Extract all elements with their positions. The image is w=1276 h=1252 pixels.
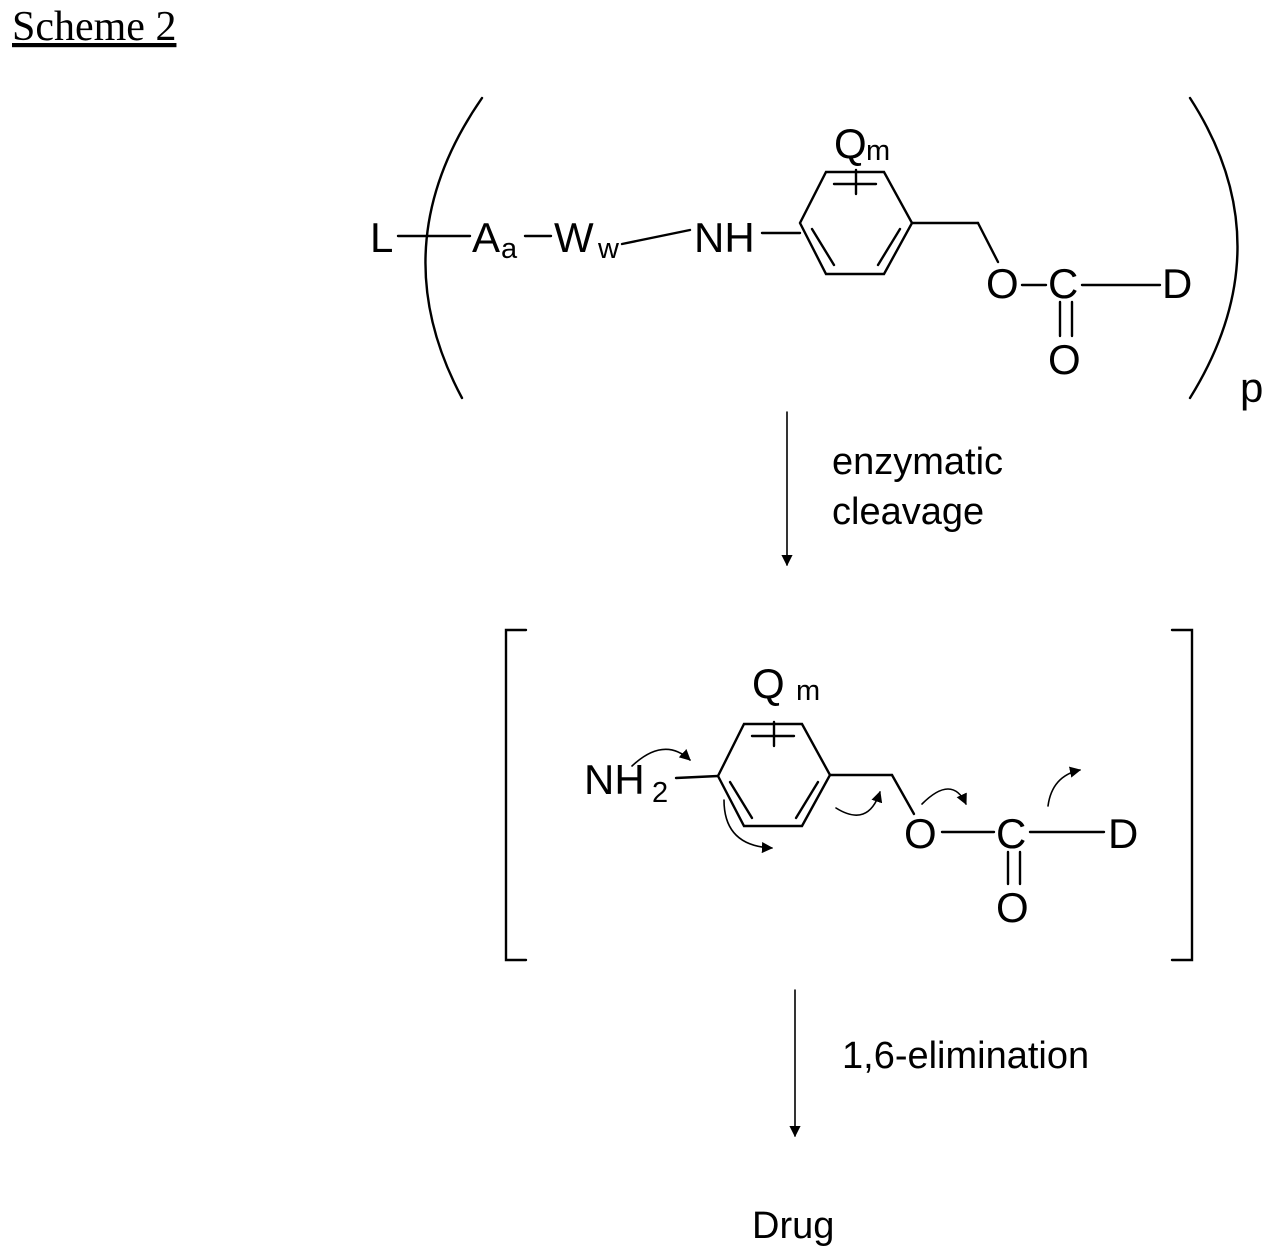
- label-2-subscript: 2: [652, 777, 668, 809]
- label-Q2: Q: [752, 660, 785, 707]
- electron-arrow-4: [922, 789, 966, 804]
- product-label: Drug: [752, 1205, 834, 1247]
- scheme-title: Scheme 2: [12, 4, 176, 50]
- label-L: L: [370, 214, 393, 261]
- top-structure: L A a W w NH Q m O C D O p: [370, 98, 1263, 411]
- ring-double-bond-2: [878, 229, 900, 265]
- label-m-subscript: m: [866, 135, 890, 167]
- electron-arrow-2: [724, 800, 772, 848]
- bond-W-NH: [622, 230, 690, 244]
- label-w-subscript: w: [597, 233, 620, 265]
- step1-label-line1: enzymatic: [832, 441, 1003, 483]
- electron-arrow-3: [836, 792, 880, 815]
- label-m2-subscript: m: [796, 675, 820, 707]
- label-a-subscript: a: [501, 233, 518, 265]
- label-carbonyl-O: O: [1048, 336, 1081, 383]
- label-carbonyl-O2: O: [996, 884, 1029, 931]
- label-O: O: [986, 260, 1019, 307]
- right-parenthesis: [1190, 98, 1238, 398]
- step1-label-line2: cleavage: [832, 491, 984, 533]
- bond-NH2-ring: [676, 776, 718, 778]
- label-A: A: [472, 214, 500, 261]
- label-p-subscript: p: [1240, 364, 1263, 411]
- label-C2: C: [996, 810, 1026, 857]
- label-D2: D: [1108, 810, 1138, 857]
- electron-arrow-5: [1048, 770, 1080, 806]
- label-O2: O: [904, 810, 937, 857]
- intermediate-structure: NH 2 Q m O C D O: [506, 630, 1192, 960]
- ring-double-bond-1: [812, 229, 834, 265]
- left-bracket: [506, 630, 526, 960]
- label-Q: Q: [834, 120, 867, 167]
- right-bracket: [1172, 630, 1192, 960]
- label-D: D: [1162, 260, 1192, 307]
- label-C: C: [1048, 260, 1078, 307]
- step2-label: 1,6-elimination: [842, 1035, 1089, 1077]
- ring2-double-bond-1: [730, 782, 752, 818]
- label-NH: NH: [694, 214, 755, 261]
- ring2-double-bond-2: [796, 782, 818, 818]
- label-W: W: [554, 214, 594, 261]
- bond-CH2-O2: [892, 775, 914, 814]
- bond-CH2-O: [978, 223, 998, 262]
